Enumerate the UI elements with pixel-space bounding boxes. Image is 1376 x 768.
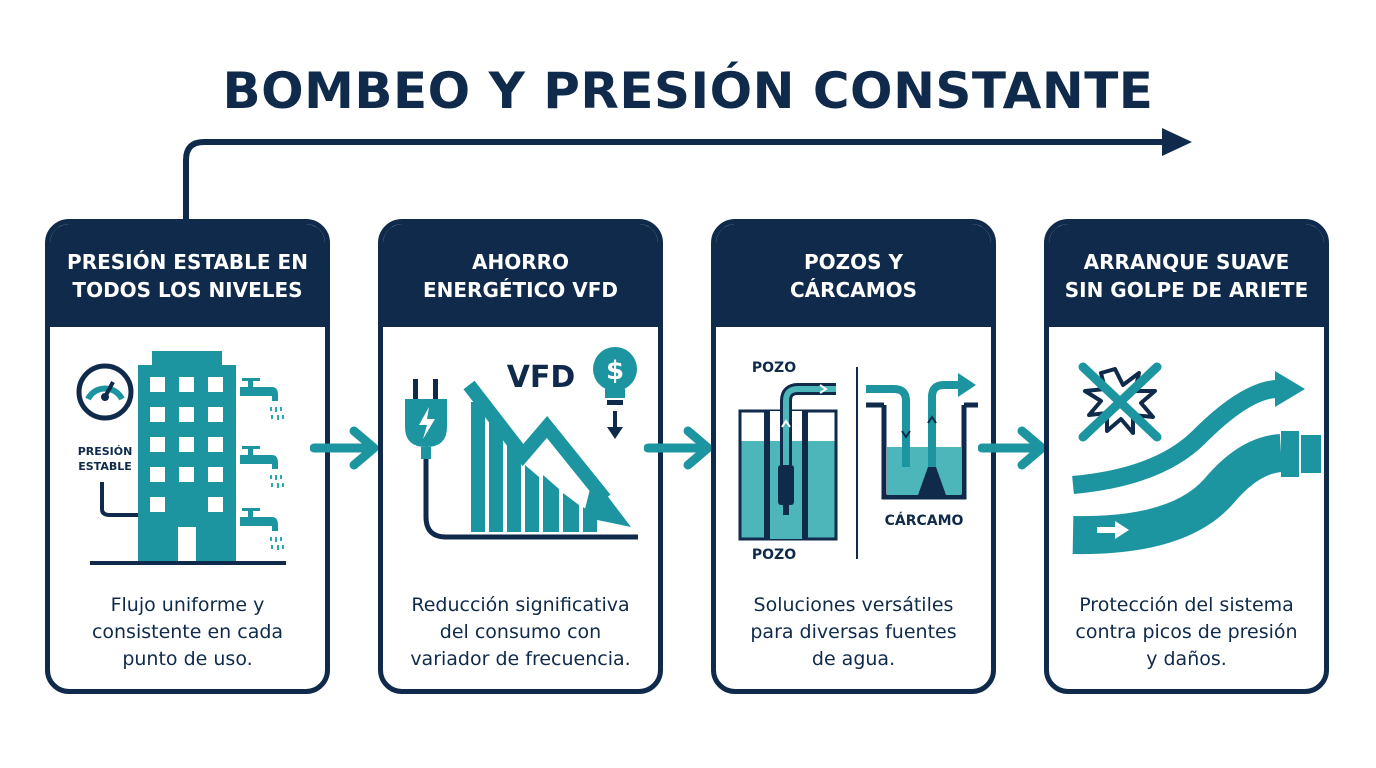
- card-description: Flujo uniforme y consistente en cada pun…: [91, 594, 284, 670]
- card-title: AHORRO ENERGÉTICO VFD: [422, 249, 618, 302]
- card-description: Reducción significativa del consumo con …: [410, 594, 631, 670]
- flow-arrow-icon: [310, 426, 379, 470]
- card-header: ARRANQUE SUAVE SIN GOLPE DE ARIETE: [1049, 224, 1324, 327]
- card-header: POZOS Y CÁRCAMOS: [716, 224, 991, 327]
- svg-text:$: $: [606, 356, 624, 386]
- gauge-label: ESTABLE: [78, 460, 132, 473]
- plug-icon: [405, 379, 638, 540]
- gauge-label: PRESIÓN: [78, 445, 133, 458]
- declining-chart-icon: VFD $: [405, 347, 638, 540]
- card-header: PRESIÓN ESTABLE EN TODOS LOS NIVELES: [50, 224, 325, 327]
- card-description: Protección del sistema contra picos de p…: [1075, 594, 1298, 670]
- crossed-burst-icon: [1078, 362, 1162, 442]
- card-title: POZOS Y CÁRCAMOS: [789, 249, 918, 302]
- card-ahorro-energetico: AHORRO ENERGÉTICO VFD VFD $: [378, 219, 663, 694]
- carcamo-label: CÁRCAMO: [885, 512, 964, 529]
- pozo-bottom-label: POZO: [752, 547, 796, 563]
- faucet-icon: [240, 378, 284, 550]
- card-arranque-suave: ARRANQUE SUAVE SIN GOLPE DE ARIETE Prote…: [1044, 219, 1329, 694]
- flow-arrow-icon: [978, 426, 1047, 470]
- dollar-bulb-icon: $: [593, 347, 637, 439]
- vfd-label: VFD: [507, 360, 576, 395]
- card-description: Soluciones versátiles para diversas fuen…: [750, 594, 957, 670]
- sump-pump-icon: [866, 373, 978, 500]
- card-pozos-carcamos: POZOS Y CÁRCAMOS POZO POZO: [711, 219, 996, 694]
- well-pump-icon: POZO POZO CÁRCAMO: [738, 360, 978, 563]
- smooth-pipe-icon: [1072, 362, 1321, 555]
- card-title: ARRANQUE SUAVE SIN GOLPE DE ARIETE: [1064, 249, 1309, 302]
- building-icon: PRESIÓN ESTABLE: [76, 351, 286, 565]
- page-title: BOMBEO Y PRESIÓN CONSTANTE: [222, 62, 1154, 120]
- pozo-top-label: POZO: [752, 360, 796, 376]
- card-title: PRESIÓN ESTABLE EN TODOS LOS NIVELES: [67, 249, 308, 302]
- card-presion-estable: PRESIÓN ESTABLE EN TODOS LOS NIVELES PRE…: [45, 219, 330, 694]
- card-header: AHORRO ENERGÉTICO VFD: [383, 224, 658, 327]
- gauge-icon: [76, 363, 134, 421]
- top-flow-arrow-icon: [183, 128, 1192, 219]
- flow-arrow-icon: [644, 426, 713, 470]
